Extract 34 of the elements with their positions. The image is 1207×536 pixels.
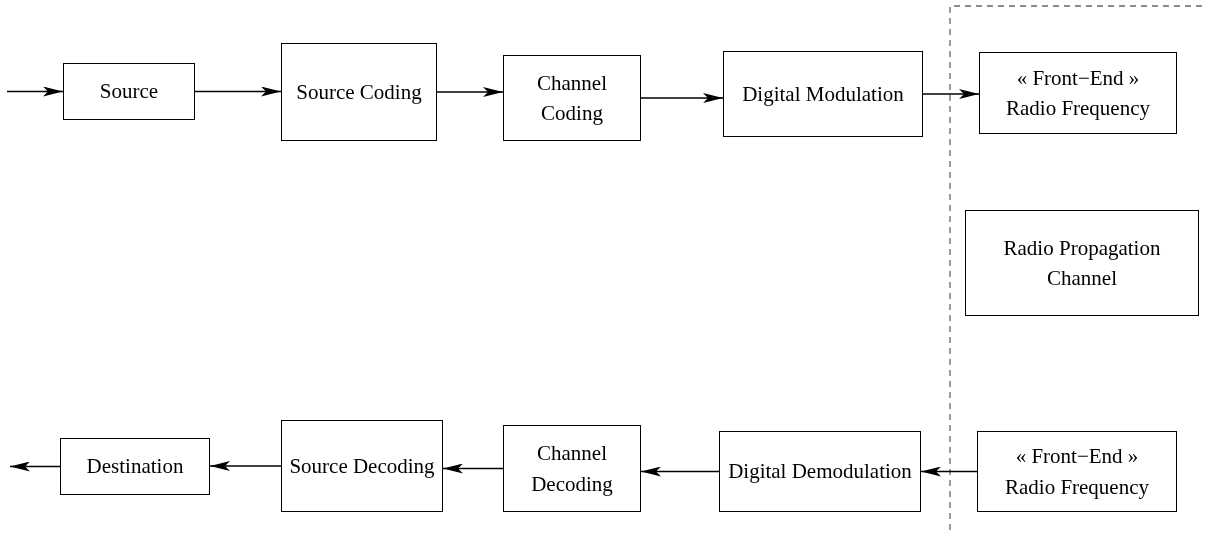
- box-label: Channel Decoding: [530, 440, 614, 498]
- box-label: Radio Frequency: [1005, 95, 1150, 122]
- box-label: Radio Propagation Channel: [1002, 234, 1162, 292]
- box-label: Digital Demodulation: [728, 458, 912, 486]
- box-label: Source Coding: [296, 78, 422, 106]
- process-box: [977, 431, 1177, 512]
- box-label: Radio Frequency: [1004, 473, 1149, 501]
- process-box: [965, 210, 1199, 316]
- arrow: [640, 93, 724, 103]
- process-box: [281, 420, 443, 512]
- process-box: [723, 51, 923, 137]
- arrow: [436, 87, 504, 97]
- arrow: [920, 466, 978, 477]
- box-label: Source Decoding: [289, 452, 435, 480]
- box-label: Destination: [86, 453, 184, 481]
- process-box: [719, 431, 921, 512]
- process-box: [60, 438, 210, 495]
- box-label: Digital Modulation: [742, 80, 904, 108]
- arrow: [9, 461, 61, 472]
- process-box: [503, 55, 641, 141]
- process-box: [503, 425, 641, 512]
- arrow: [442, 463, 504, 474]
- arrow: [922, 89, 980, 99]
- arrow: [194, 86, 282, 97]
- process-box: [281, 43, 437, 141]
- arrow: [6, 86, 64, 97]
- arrow: [640, 466, 720, 477]
- process-box: [979, 52, 1177, 134]
- box-label: Source: [99, 78, 159, 106]
- box-label: « Front−End »: [1015, 443, 1139, 471]
- arrow: [209, 461, 282, 471]
- box-label: Channel Coding: [536, 69, 608, 127]
- process-box: [63, 63, 195, 120]
- box-label: « Front−End »: [1016, 64, 1140, 92]
